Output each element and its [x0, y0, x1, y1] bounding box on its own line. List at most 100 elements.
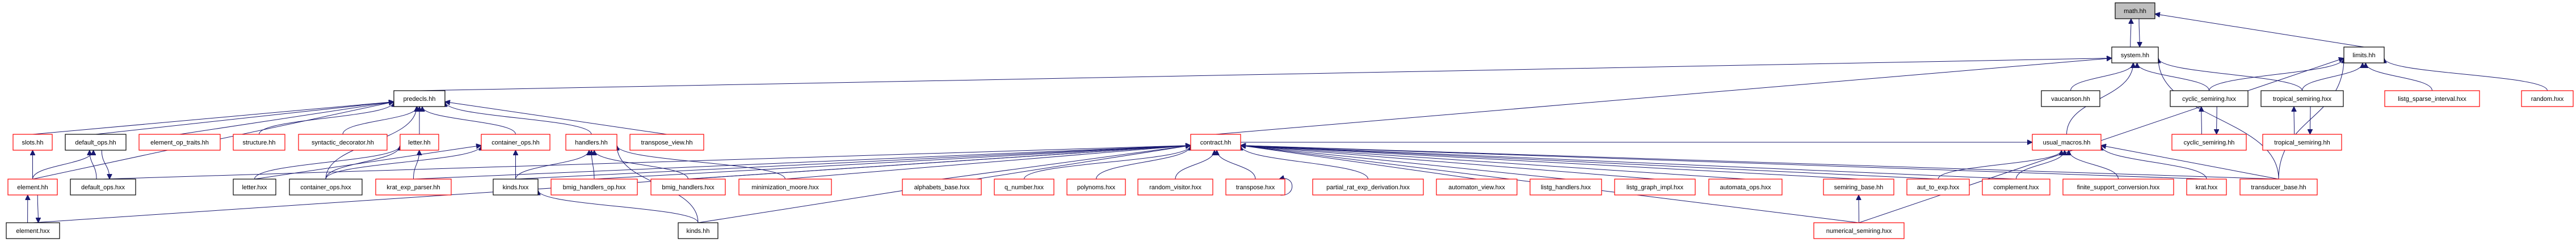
graph-node-element-op-traits-hh[interactable]: element_op_traits.hh — [138, 134, 221, 151]
edge-container-ops-hxx-to-letter-hh — [325, 145, 400, 180]
node-box — [650, 179, 726, 196]
graph-node-complement-hxx[interactable]: complement.hxx — [1982, 179, 2050, 196]
edge-listg-sparse-interval-hxx-to-limits-hh — [2365, 62, 2432, 91]
graph-node-finite-support-conversion-hxx[interactable]: finite_support_conversion.hxx — [2062, 179, 2174, 196]
graph-node-math-hh[interactable]: math.hh — [2115, 2, 2155, 19]
graph-node-contract-hh[interactable]: contract.hh — [1190, 134, 1241, 151]
node-label: slots.hh — [22, 139, 44, 146]
node-label: automata_ops.hxx — [1720, 184, 1771, 191]
edge-random-visitor-hxx-to-contract-hh — [1175, 150, 1215, 180]
graph-node-numerical-semiring-hxx[interactable]: numerical_semiring.hxx — [1813, 222, 1905, 239]
graph-node-listg-graph-impl-hxx[interactable]: listg_graph_impl.hxx — [1614, 179, 1696, 196]
node-box — [551, 179, 638, 196]
graph-node-default-ops-hh[interactable]: default_ops.hh — [65, 134, 127, 151]
edge-transpose-hxx-to-contract-hh — [1217, 150, 1256, 180]
edge-syntactic-decorator-hh-to-predecls-hh — [342, 106, 417, 135]
edge-complement-hxx-to-contract-hh — [1241, 146, 2016, 180]
graph-node-letter-hxx[interactable]: letter.hxx — [233, 179, 276, 196]
edge-minimization-moore-hxx-to-contract-hh — [785, 146, 1191, 180]
graph-node-default-ops-hxx[interactable]: default_ops.hxx — [70, 179, 136, 196]
graph-node-q-number-hxx[interactable]: q_number.hxx — [994, 179, 1054, 196]
edge-structure-hh-to-predecls-hh — [259, 101, 394, 135]
node-label: tropical_semiring.hh — [2274, 139, 2330, 146]
graph-node-structure-hh[interactable]: structure.hh — [233, 134, 285, 151]
graph-node-container-ops-hxx[interactable]: container_ops.hxx — [289, 179, 363, 196]
node-box — [6, 222, 60, 239]
graph-node-usual-macros-hh[interactable]: usual_macros.hh — [2032, 134, 2102, 151]
node-box — [1225, 179, 1285, 196]
graph-node-letter-hh[interactable]: letter.hh — [400, 134, 439, 151]
edge-transpose-view-hh-to-predecls-hh — [445, 102, 667, 135]
node-box — [2111, 46, 2159, 63]
node-label: listg_handlers.hxx — [1541, 184, 1591, 191]
graph-node-transpose-hxx[interactable]: transpose.hxx — [1225, 179, 1285, 196]
node-box — [2343, 46, 2385, 63]
graph-node-tropical-semiring-hh[interactable]: tropical_semiring.hh — [2262, 134, 2342, 151]
graph-node-system-hh[interactable]: system.hh — [2111, 46, 2159, 63]
graph-node-polynoms-hxx[interactable]: polynoms.hxx — [1066, 179, 1126, 196]
graph-node-element-hh[interactable]: element.hh — [7, 179, 58, 196]
node-box — [1906, 179, 1970, 196]
node-box — [7, 179, 58, 196]
edge-cyclic-semiring-hxx-to-limits-hh — [2209, 58, 2344, 91]
graph-node-vaucanson-hh[interactable]: vaucanson.hh — [2041, 90, 2100, 107]
graph-node-transducer-base-hh[interactable]: transducer_base.hh — [2239, 179, 2318, 196]
node-label: math.hh — [2124, 8, 2146, 15]
graph-node-partial-rat-exp-derivation-hxx[interactable]: partial_rat_exp_derivation.hxx — [1312, 179, 1424, 196]
graph-node-alphabets-base-hxx[interactable]: alphabets_base.hxx — [902, 179, 982, 196]
node-box — [233, 179, 276, 196]
edge-transducer-base-hh-to-system-hh — [2158, 58, 2279, 180]
edge-listg-graph-impl-hxx-to-contract-hh — [1241, 146, 1655, 180]
graph-node-bmig-handlers-hxx[interactable]: bmig_handlers.hxx — [650, 179, 726, 196]
node-box — [70, 179, 136, 196]
edges-layer — [28, 14, 2548, 223]
node-label: system.hh — [2121, 52, 2149, 59]
node-label: element.hxx — [16, 228, 50, 235]
node-box — [1312, 179, 1424, 196]
edge-tropical-semiring-hh-to-tropical-semiring-hxx — [2294, 107, 2295, 135]
graph-node-tropical-semiring-hxx[interactable]: tropical_semiring.hxx — [2260, 90, 2344, 107]
node-label: bmig_handlers_op.hxx — [563, 184, 626, 191]
node-box — [1190, 134, 1241, 151]
graph-node-handlers-hh[interactable]: handlers.hh — [565, 134, 617, 151]
edge-q-number-hxx-to-contract-hh — [1024, 145, 1191, 180]
graph-node-kinds-hxx[interactable]: kinds.hxx — [493, 179, 539, 196]
edge-math-hh-to-system-hh — [2139, 18, 2140, 47]
graph-node-krat-exp-parser-hh[interactable]: krat_exp_parser.hh — [375, 179, 452, 196]
graph-node-random-visitor-hxx[interactable]: random_visitor.hxx — [1137, 179, 1213, 196]
node-box — [1823, 179, 1894, 196]
node-box — [565, 134, 617, 151]
edge-numerical-semiring-hxx-to-limits-hh — [1859, 58, 2344, 223]
graph-node-cyclic-semiring-hh[interactable]: cyclic_semiring.hh — [2171, 134, 2247, 151]
edge-container-ops-hxx-to-container-ops-hh — [325, 145, 481, 180]
graph-node-transpose-view-hh[interactable]: transpose_view.hh — [629, 134, 704, 151]
node-box — [375, 179, 452, 196]
graph-node-syntactic-decorator-hh[interactable]: syntactic_decorator.hh — [298, 134, 388, 151]
edge-krat-hxx-to-contract-hh — [1241, 146, 2207, 180]
graph-node-limits-hh[interactable]: limits.hh — [2343, 46, 2385, 63]
edge-krat-hxx-to-usual-macros-hh — [2101, 145, 2207, 180]
graph-node-element-hxx[interactable]: element.hxx — [6, 222, 60, 239]
graph-node-automata-ops-hxx[interactable]: automata_ops.hxx — [1708, 179, 1783, 196]
graph-node-bmig-handlers-op-hxx[interactable]: bmig_handlers_op.hxx — [551, 179, 638, 196]
graph-node-semiring-base-hh[interactable]: semiring_base.hh — [1823, 179, 1894, 196]
edge-limits-hh-to-math-hh — [2155, 14, 2364, 48]
node-box — [493, 179, 539, 196]
graph-node-krat-hxx[interactable]: krat.hxx — [2186, 179, 2227, 196]
graph-node-predecls-hh[interactable]: predecls.hh — [393, 90, 446, 107]
graph-node-listg-handlers-hxx[interactable]: listg_handlers.hxx — [1529, 179, 1602, 196]
node-box — [481, 134, 551, 151]
graph-node-cyclic-semiring-hxx[interactable]: cyclic_semiring.hxx — [2170, 90, 2249, 107]
node-box — [233, 134, 285, 151]
graph-node-container-ops-hh[interactable]: container_ops.hh — [481, 134, 551, 151]
graph-node-automaton-view-hxx[interactable]: automaton_view.hxx — [1436, 179, 1518, 196]
node-label: kinds.hxx — [503, 184, 529, 191]
graph-node-kinds-hh[interactable]: kinds.hh — [678, 222, 718, 239]
node-box — [65, 134, 127, 151]
graph-node-listg-sparse-interval-hxx[interactable]: listg_sparse_interval.hxx — [2384, 90, 2480, 107]
graph-node-aut-to-exp-hxx[interactable]: aut_to_exp.hxx — [1906, 179, 1970, 196]
graph-node-slots-hh[interactable]: slots.hh — [12, 134, 53, 151]
graph-node-random-hxx[interactable]: random.hxx — [2521, 90, 2574, 107]
graph-node-minimization-moore-hxx[interactable]: minimization_moore.hxx — [738, 179, 832, 196]
node-label: minimization_moore.hxx — [751, 184, 819, 191]
